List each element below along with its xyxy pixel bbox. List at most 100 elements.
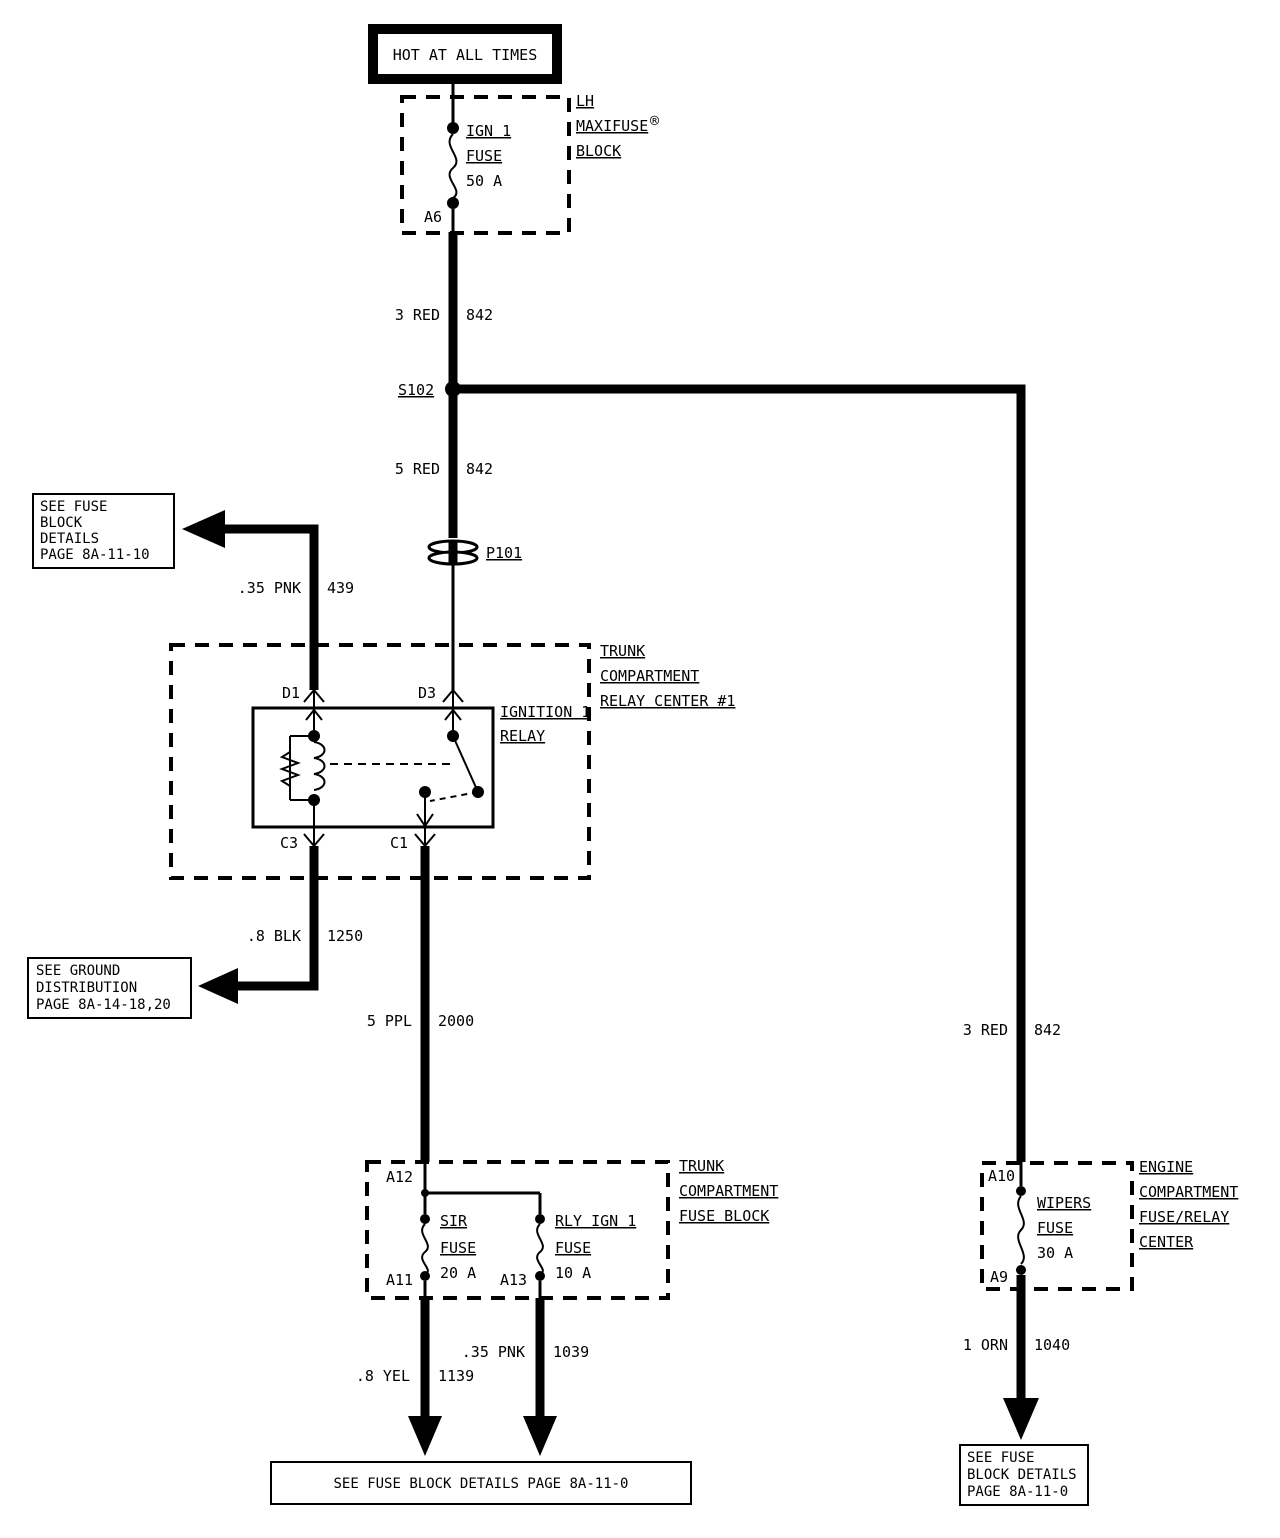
wire-label-gauge: .8 BLK <box>247 927 301 945</box>
lh-maxifuse-label-3: BLOCK <box>576 142 621 160</box>
fuse-terminal-dot <box>447 197 459 209</box>
terminal-d3: D3 <box>418 684 436 702</box>
rly-fuse-line-3: 10 A <box>555 1264 591 1282</box>
wire-label-circuit: 842 <box>1034 1021 1061 1039</box>
wire-label-gauge: 3 RED <box>395 306 440 324</box>
wire-label-gauge: 5 PPL <box>367 1012 412 1030</box>
trunk-fuse-block-outline <box>365 1160 670 1300</box>
ref-fuse-block-details-right: SEE FUSE BLOCK DETAILS PAGE 8A-11-0 <box>959 1444 1089 1506</box>
wire-label-circuit: 439 <box>327 579 354 597</box>
ign1-fuse-line-1: IGN 1 <box>466 122 511 140</box>
wire-label-circuit: 1139 <box>438 1367 474 1385</box>
ref-line: SEE GROUND <box>36 963 120 979</box>
wipers-fuse-line-3: 30 A <box>1037 1244 1073 1262</box>
relay-label-1: IGNITION 1 <box>500 703 590 721</box>
trunk-fuse-block-label-2: COMPARTMENT <box>679 1182 778 1200</box>
wire-label-gauge: 1 ORN <box>963 1336 1008 1354</box>
wire-842-right-branch: 3 RED 842 <box>453 384 1061 1162</box>
relay-switch-icon <box>416 708 484 828</box>
hot-at-all-times-label: HOT AT ALL TIMES <box>393 46 538 64</box>
wire-label-circuit: 842 <box>466 460 493 478</box>
connector-label: P101 <box>486 544 522 562</box>
ref-fuse-block-details-top: SEE FUSE BLOCK DETAILS PAGE 8A-11-10 <box>32 493 175 569</box>
wipers-fuse-line-1: WIPERS <box>1037 1194 1091 1212</box>
relay-center-label-2: COMPARTMENT <box>600 667 699 685</box>
ref-line: PAGE 8A-14-18,20 <box>36 997 171 1013</box>
terminal-a10: A10 <box>988 1167 1015 1185</box>
wire-1040: 1 ORN 1040 <box>963 1275 1070 1440</box>
trunk-fuse-block-label-3: FUSE BLOCK <box>679 1207 769 1225</box>
terminal-c3: C3 <box>280 834 298 852</box>
ref-line: BLOCK DETAILS <box>967 1467 1077 1483</box>
relay-center-outline <box>169 643 591 880</box>
fuse-terminal-dot <box>447 122 459 134</box>
sir-fuse-line-1: SIR <box>440 1212 468 1230</box>
sir-fuse-line-2: FUSE <box>440 1239 476 1257</box>
ref-line: SEE FUSE BLOCK DETAILS PAGE 8A-11-0 <box>333 1476 628 1492</box>
terminal-a11: A11 <box>386 1271 413 1289</box>
wire-label-gauge: .8 YEL <box>356 1367 410 1385</box>
rly-fuse-line-2: FUSE <box>555 1239 591 1257</box>
sir-fuse: SIR FUSE 20 A A11 <box>386 1212 476 1289</box>
trunk-fuse-block-label-1: TRUNK <box>679 1157 724 1175</box>
lh-maxifuse-label-1: LH <box>576 92 594 110</box>
ref-line: PAGE 8A-11-0 <box>967 1484 1068 1500</box>
wire-1250: .8 BLK 1250 <box>198 846 363 1004</box>
arrow-left-icon <box>198 968 238 1004</box>
rly-fuse-line-1: RLY IGN 1 <box>555 1212 636 1230</box>
engine-center-label-2: COMPARTMENT <box>1139 1183 1238 1201</box>
engine-fuse-relay-center: ENGINE COMPARTMENT FUSE/RELAY CENTER A10… <box>980 1158 1238 1291</box>
hot-at-all-times-box: HOT AT ALL TIMES <box>368 24 562 84</box>
engine-center-label-3: FUSE/RELAY <box>1139 1208 1229 1226</box>
relay-center-label-1: TRUNK <box>600 642 645 660</box>
ref-line: SEE FUSE <box>40 499 107 515</box>
engine-center-label-4: CENTER <box>1139 1233 1194 1251</box>
arrow-down-icon <box>408 1416 442 1456</box>
wire-label-circuit: 2000 <box>438 1012 474 1030</box>
splice-label: S102 <box>398 381 434 399</box>
ref-line: BLOCK <box>40 515 83 531</box>
ref-line: DISTRIBUTION <box>36 980 137 996</box>
wire-label-gauge: 5 RED <box>395 460 440 478</box>
wire-1139: .8 YEL 1139 <box>356 1298 474 1456</box>
wipers-fuse-line-2: FUSE <box>1037 1219 1073 1237</box>
sir-fuse-line-3: 20 A <box>440 1264 476 1282</box>
relay-coil-icon <box>279 708 326 826</box>
wire-label-circuit: 1250 <box>327 927 363 945</box>
wire-label-circuit: 842 <box>466 306 493 324</box>
terminal-a9: A9 <box>990 1268 1008 1286</box>
wipers-fuse-symbol <box>1017 1195 1025 1265</box>
ref-line: SEE FUSE <box>967 1450 1034 1466</box>
wire-2000: 5 PPL 2000 <box>367 846 474 1162</box>
wire-label-gauge: 3 RED <box>963 1021 1008 1039</box>
arrow-left-icon <box>182 510 225 548</box>
wire-1039: .35 PNK 1039 <box>462 1298 589 1456</box>
arrow-down-icon <box>523 1416 557 1456</box>
lh-maxifuse-block-outline <box>400 95 571 235</box>
relay-label-2: RELAY <box>500 727 545 745</box>
trunk-fuse-block: TRUNK COMPARTMENT FUSE BLOCK A12 SIR FUS… <box>365 1157 778 1300</box>
wire-label-gauge: .35 PNK <box>462 1343 525 1361</box>
registered-mark: ® <box>650 112 660 130</box>
wire-439: .35 PNK 439 <box>182 510 354 690</box>
trunk-relay-center: TRUNK COMPARTMENT RELAY CENTER #1 D1 D3 … <box>169 642 735 880</box>
ign1-fuse-symbol <box>448 133 458 199</box>
terminal-c1: C1 <box>390 834 408 852</box>
ref-ground-distribution: SEE GROUND DISTRIBUTION PAGE 8A-14-18,20 <box>27 957 192 1019</box>
lh-maxifuse-label-2: MAXIFUSE <box>576 117 648 135</box>
arrow-down-icon <box>1003 1398 1039 1440</box>
ign1-fuse-line-3: 50 A <box>466 172 502 190</box>
terminal-a13: A13 <box>500 1271 527 1289</box>
rly-ign1-fuse: RLY IGN 1 FUSE 10 A A13 <box>500 1212 636 1289</box>
engine-center-label-1: ENGINE <box>1139 1158 1193 1176</box>
relay-center-label-3: RELAY CENTER #1 <box>600 692 735 710</box>
wire-label-circuit: 1040 <box>1034 1336 1070 1354</box>
terminal-a6: A6 <box>424 208 442 226</box>
wire-label-gauge: .35 PNK <box>238 579 301 597</box>
terminal-d1: D1 <box>282 684 300 702</box>
wire-842-lower: 5 RED 842 <box>395 393 493 538</box>
ref-line: DETAILS <box>40 531 99 547</box>
connector-p101: P101 <box>427 539 522 566</box>
wire-label-circuit: 1039 <box>553 1343 589 1361</box>
